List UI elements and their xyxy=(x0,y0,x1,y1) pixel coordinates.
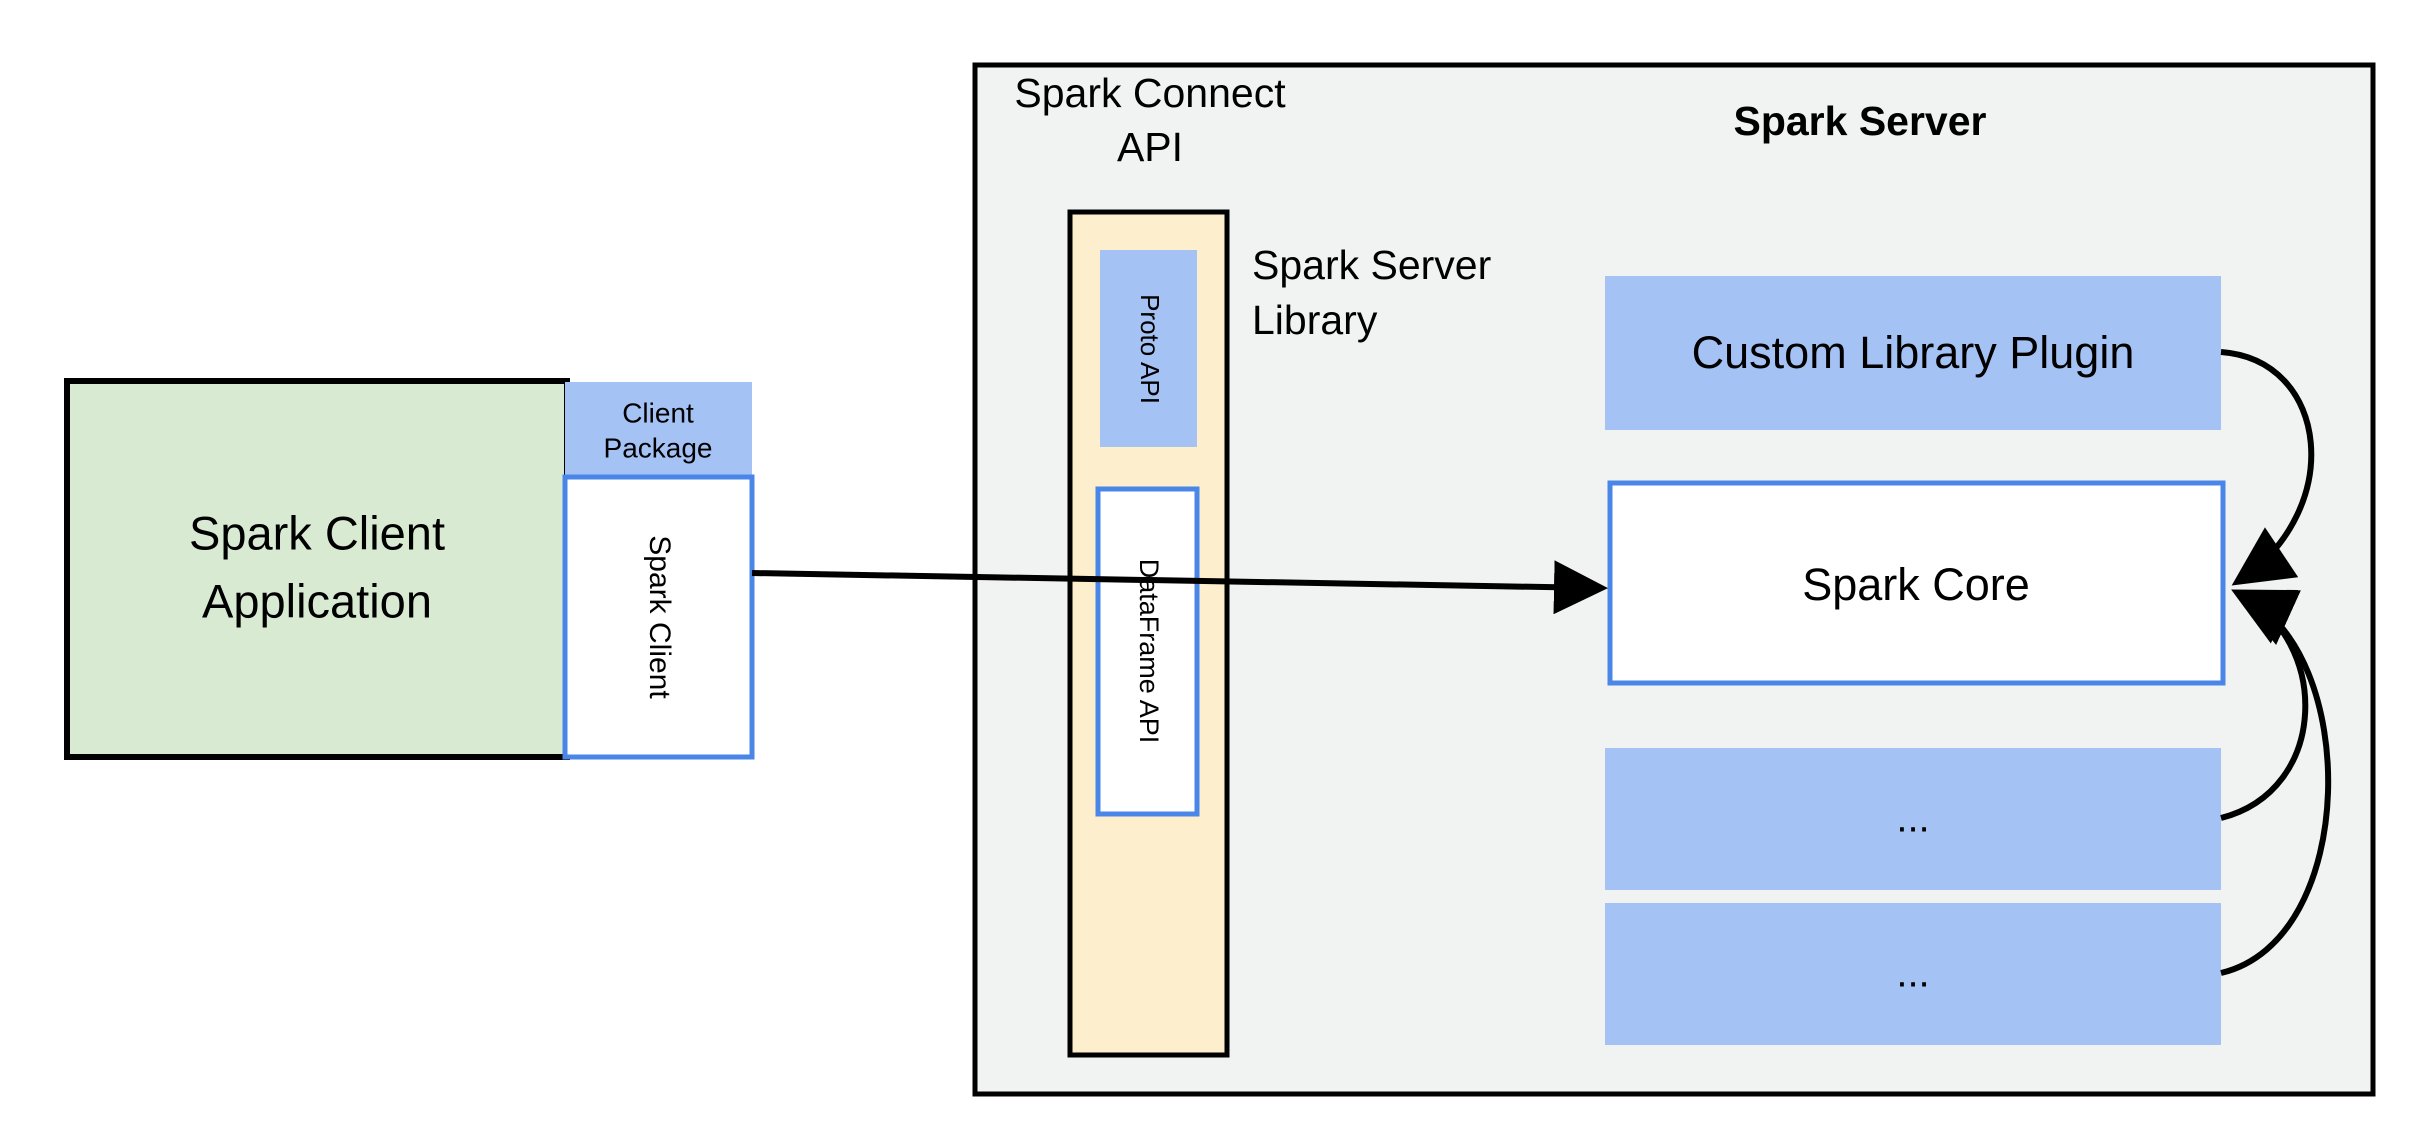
custom-library-plugin-box xyxy=(1605,276,2221,430)
custom-library-plugin-label: Custom Library Plugin xyxy=(1692,327,2135,378)
client-package-label-line1: Client xyxy=(622,397,694,428)
spark-client-application-label-line2: Application xyxy=(202,574,432,627)
spark-core-box xyxy=(1607,480,2226,686)
client-package-box xyxy=(565,382,752,477)
proto-api-box xyxy=(1100,250,1197,447)
connector-spark-client-to-spark-core xyxy=(751,560,1608,615)
connector-custom-library-plugin-to-spark-core xyxy=(2220,349,2315,586)
ellipsis-box-1 xyxy=(1605,748,2221,890)
ellipsis-box-2 xyxy=(1605,903,2221,1045)
ellipsis-box-1-label: ... xyxy=(1896,797,1929,841)
spark-core-label: Spark Core xyxy=(1802,559,2030,610)
spark-connect-api-label-line1: Spark Connect xyxy=(1014,70,1286,116)
dataframe-api-box xyxy=(1095,486,1200,817)
spark-client-application-label-line1: Spark Client xyxy=(189,506,445,559)
spark-connect-api-label-line2: API xyxy=(1117,124,1183,170)
proto-api-label: Proto API xyxy=(1135,294,1165,404)
connector-ellipsis-2-to-spark-core xyxy=(2220,590,2332,976)
dataframe-api-label: DataFrame API xyxy=(1134,559,1164,744)
spark-client-box xyxy=(562,474,755,760)
client-package-label-line2: Package xyxy=(604,432,713,463)
spark-server-library-label-line2: Library xyxy=(1252,297,1378,343)
spark-client-application-box xyxy=(64,378,570,760)
spark-server-title: Spark Server xyxy=(1733,98,1986,144)
spark-server-library-label-line1: Spark Server xyxy=(1252,242,1491,288)
spark-client-label: Spark Client xyxy=(643,535,676,699)
ellipsis-box-2-label: ... xyxy=(1896,952,1929,996)
